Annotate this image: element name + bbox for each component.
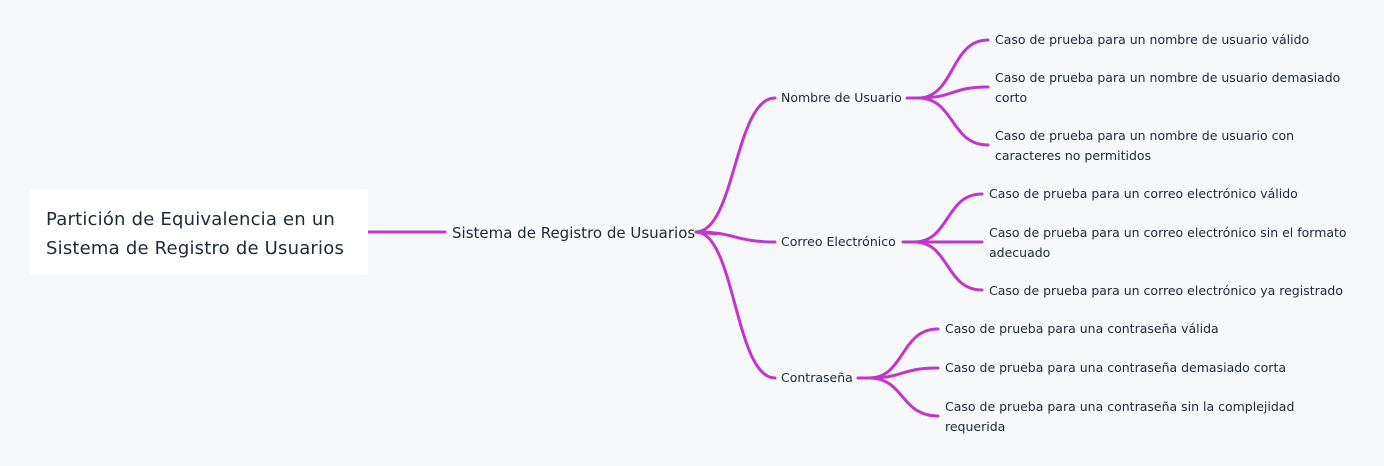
leaf-contrasena-demasiado-corta[interactable]: Caso de prueba para una contraseña demas… xyxy=(945,360,1287,375)
leaf-usuario-valido[interactable]: Caso de prueba para un nombre de usuario… xyxy=(995,32,1310,47)
connector-branch-1-leaf-2 xyxy=(916,85,990,100)
leaf-contrasena-sin-complejidad[interactable]: Caso de prueba para una contraseña sin l… xyxy=(945,399,1295,434)
connector-branch-3-leaf-2 xyxy=(867,366,940,380)
leaf-usuario-demasiado-corto[interactable]: Caso de prueba para un nombre de usuario… xyxy=(995,70,1341,105)
leaf-correo-ya-registrado[interactable]: Caso de prueba para un correo electrónic… xyxy=(989,283,1343,298)
connector-branch-2-leaf-3 xyxy=(912,240,984,292)
branch-correo-electronico[interactable]: Correo Electrónico xyxy=(781,234,896,249)
connector-center-branch-3 xyxy=(694,230,777,380)
connector-center-branch-1 xyxy=(694,96,777,234)
connector-branch-3-leaf-1 xyxy=(867,327,940,380)
branch-nombre-de-usuario[interactable]: Nombre de Usuario xyxy=(781,90,902,105)
connector-branch-3-leaf-3 xyxy=(867,376,940,418)
connector-center-stub xyxy=(694,230,718,236)
connector-branch-1-leaf-1 xyxy=(916,38,990,100)
leaf-contrasena-valida[interactable]: Caso de prueba para una contraseña válid… xyxy=(945,321,1219,336)
connector-branch-1-leaf-3 xyxy=(916,96,990,147)
branch-contrasena[interactable]: Contraseña xyxy=(781,370,853,385)
root-title-line-1: Partición de Equivalencia en un xyxy=(46,209,336,230)
leaf-usuario-caracteres-no-permitidos[interactable]: Caso de prueba para un nombre de usuario… xyxy=(995,128,1295,163)
root-node[interactable]: Partición de Equivalencia en un Sistema … xyxy=(30,189,368,275)
leaf-correo-sin-formato[interactable]: Caso de prueba para un correo electrónic… xyxy=(989,225,1347,260)
connector-branch-2-leaf-1 xyxy=(912,192,984,244)
center-topic[interactable]: Sistema de Registro de Usuarios xyxy=(452,224,696,242)
leaf-correo-valido[interactable]: Caso de prueba para un correo electrónic… xyxy=(989,186,1298,201)
root-title-line-2: Sistema de Registro de Usuarios xyxy=(46,238,345,259)
